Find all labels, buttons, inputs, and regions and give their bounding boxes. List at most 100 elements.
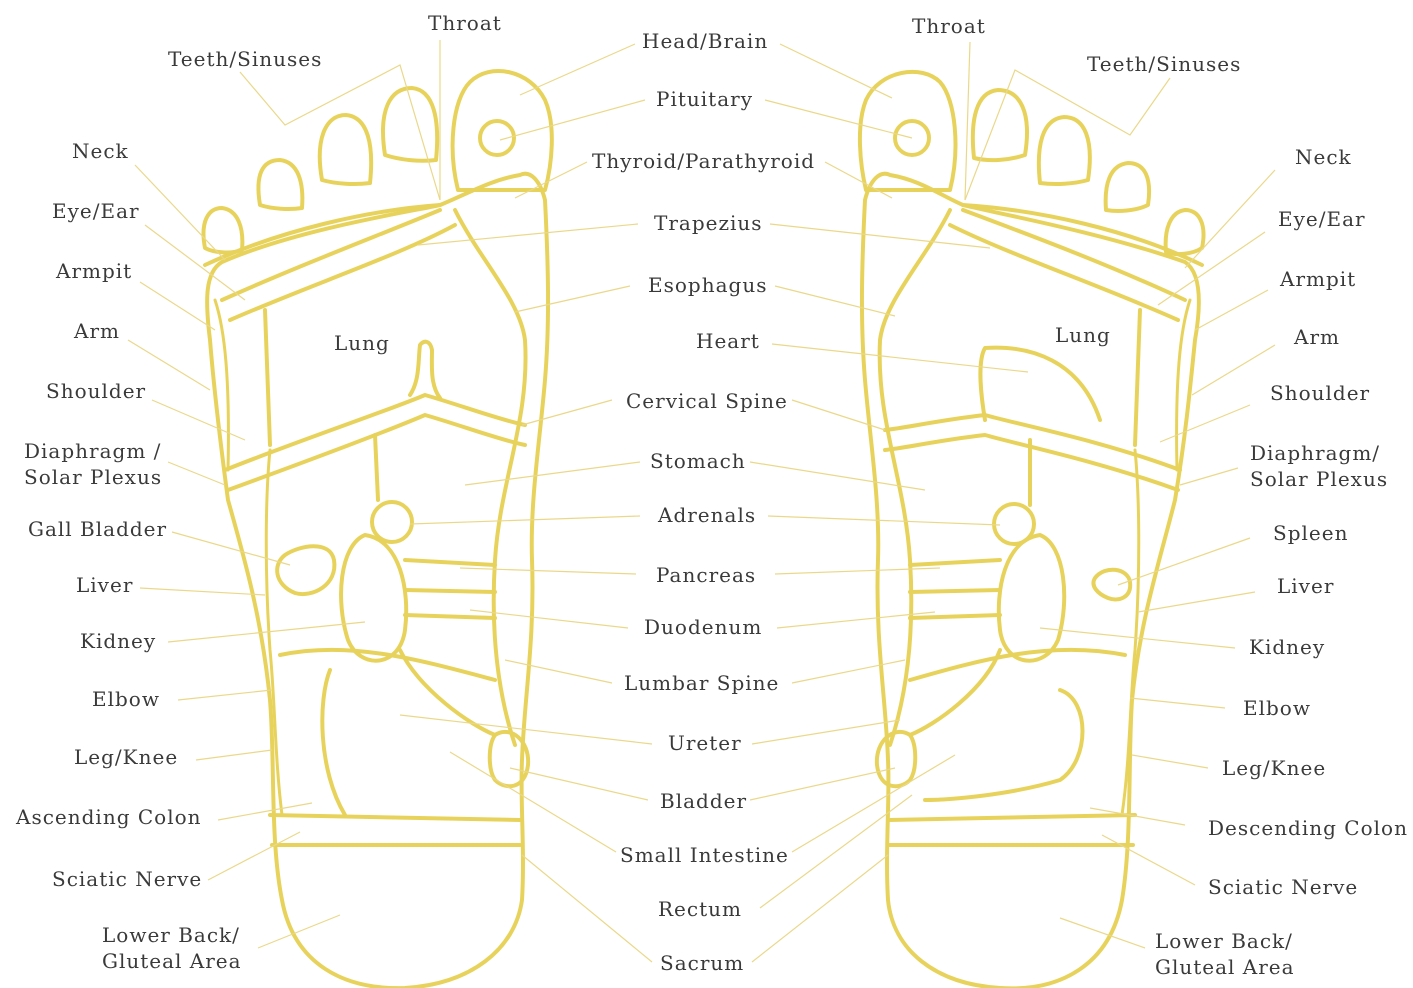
- left-colon-box: [270, 815, 520, 845]
- leader-right-eye-ear: [1158, 232, 1265, 305]
- leader-left-liver: [140, 588, 265, 595]
- leader-center-cervical-spine: [522, 400, 612, 425]
- leader-center-lumbar-spine: [505, 660, 612, 683]
- leader-left-leg-knee: [196, 750, 272, 760]
- leader-left-armpit: [140, 282, 215, 330]
- left-lung-divider: [265, 310, 270, 445]
- leader-center-sacrum: [522, 855, 652, 962]
- label-left-shoulder: Shoulder: [46, 378, 146, 404]
- label-left-lung: Lung: [334, 330, 390, 356]
- leader-center-cervical-spine-right: [792, 400, 885, 430]
- label-right-shoulder: Shoulder: [1270, 380, 1370, 406]
- label-center-pituitary: Pituitary: [656, 86, 753, 112]
- label-right-descending-colon: Descending Colon: [1208, 815, 1408, 841]
- right-intestine-loop: [910, 650, 1125, 800]
- leader-left-sciatic-nerve: [208, 832, 300, 880]
- right-spleen: [1093, 570, 1130, 600]
- label-right-lung: Lung: [1055, 322, 1111, 348]
- leader-center-sacrum-right: [752, 855, 888, 962]
- label-right-lower-back: Lower Back/ Gluteal Area: [1155, 928, 1295, 980]
- label-center-lumbar-spine: Lumbar Spine: [624, 670, 779, 696]
- label-center-esophagus: Esophagus: [648, 272, 767, 298]
- label-right-leg-knee: Leg/Knee: [1222, 755, 1326, 781]
- leader-left-teeth-sinuses: [240, 65, 440, 200]
- label-right-throat: Throat: [912, 13, 986, 39]
- leader-left-shoulder: [152, 400, 245, 440]
- label-right-neck: Neck: [1295, 144, 1352, 170]
- label-center-head-brain: Head/Brain: [642, 28, 768, 54]
- left-toe-3: [320, 115, 371, 184]
- label-left-gall-bladder: Gall Bladder: [28, 516, 167, 542]
- leader-left-gall-bladder: [172, 532, 290, 565]
- leader-right-armpit: [1195, 290, 1268, 330]
- left-adrenal: [372, 502, 412, 542]
- leader-center-pituitary-right: [765, 100, 912, 138]
- right-lung-divider: [1135, 310, 1140, 445]
- leader-right-liver: [1138, 592, 1255, 612]
- right-colon-box: [888, 815, 1135, 845]
- leader-center-pituitary: [500, 100, 645, 140]
- leader-right-leg-knee: [1132, 755, 1208, 768]
- left-toe-4: [258, 160, 302, 209]
- label-right-eye-ear: Eye/Ear: [1278, 206, 1366, 232]
- leader-center-ureter-right: [752, 720, 900, 744]
- label-left-ascending-colon: Ascending Colon: [16, 804, 202, 830]
- right-toe-5: [1166, 210, 1204, 254]
- leader-right-arm: [1192, 345, 1275, 395]
- label-left-armpit: Armpit: [56, 258, 132, 284]
- leader-right-throat: [965, 42, 970, 200]
- right-spine-line: [880, 210, 950, 745]
- label-left-leg-knee: Leg/Knee: [74, 744, 178, 770]
- left-kidney: [341, 535, 406, 661]
- leader-center-small-intestine: [450, 752, 616, 852]
- leader-center-adrenals: [410, 516, 640, 524]
- right-toe-4: [1106, 163, 1149, 211]
- label-center-thyroid: Thyroid/Parathyroid: [592, 148, 815, 174]
- leader-center-esophagus-right: [775, 286, 895, 316]
- label-right-elbow: Elbow: [1243, 695, 1311, 721]
- right-foot: [860, 72, 1204, 988]
- label-left-neck: Neck: [72, 138, 129, 164]
- label-right-diaphragm: Diaphragm/ Solar Plexus: [1250, 440, 1388, 492]
- leader-right-shoulder: [1160, 405, 1250, 442]
- leader-right-elbow: [1130, 698, 1225, 708]
- label-center-small-intestine: Small Intestine: [620, 842, 789, 868]
- left-stomach-divider: [375, 435, 378, 500]
- label-center-pancreas: Pancreas: [656, 562, 756, 588]
- leader-right-lower-back: [1060, 918, 1145, 948]
- leader-center-thyroid-right: [825, 162, 892, 198]
- label-center-rectum: Rectum: [658, 896, 742, 922]
- label-left-liver: Liver: [76, 572, 133, 598]
- label-right-kidney: Kidney: [1249, 634, 1325, 660]
- label-center-cervical-spine: Cervical Spine: [626, 388, 788, 414]
- leader-center-head-brain: [520, 44, 635, 95]
- label-right-liver: Liver: [1277, 573, 1334, 599]
- leader-center-small-intestine-right: [792, 755, 955, 852]
- label-left-arm: Arm: [74, 318, 120, 344]
- leader-left-kidney: [168, 622, 365, 642]
- label-right-sciatic-nerve: Sciatic Nerve: [1208, 874, 1358, 900]
- leader-right-diaphragm: [1180, 468, 1238, 485]
- label-right-teeth-sinuses: Teeth/Sinuses: [1087, 51, 1241, 77]
- leader-center-head-brain-right: [780, 44, 892, 98]
- left-lung-peak: [410, 342, 440, 398]
- left-foot-sole-outline: [207, 174, 548, 988]
- label-center-duodenum: Duodenum: [644, 614, 762, 640]
- label-left-eye-ear: Eye/Ear: [52, 198, 140, 224]
- leader-right-sciatic-nerve: [1102, 835, 1195, 885]
- left-gall-bladder: [277, 546, 334, 594]
- left-toe-5: [204, 208, 243, 252]
- leader-left-eye-ear: [145, 225, 245, 300]
- left-foot: [204, 71, 552, 988]
- leader-center-bladder: [510, 768, 648, 800]
- leader-center-stomach: [465, 462, 640, 485]
- label-left-throat: Throat: [428, 10, 502, 36]
- label-center-trapezius: Trapezius: [654, 210, 763, 236]
- leader-left-elbow: [178, 690, 272, 700]
- leader-center-esophagus: [515, 286, 630, 312]
- right-toe-2: [973, 90, 1027, 160]
- label-right-spleen: Spleen: [1273, 520, 1348, 546]
- right-heart: [980, 348, 1100, 420]
- label-left-lower-back: Lower Back/ Gluteal Area: [102, 922, 242, 974]
